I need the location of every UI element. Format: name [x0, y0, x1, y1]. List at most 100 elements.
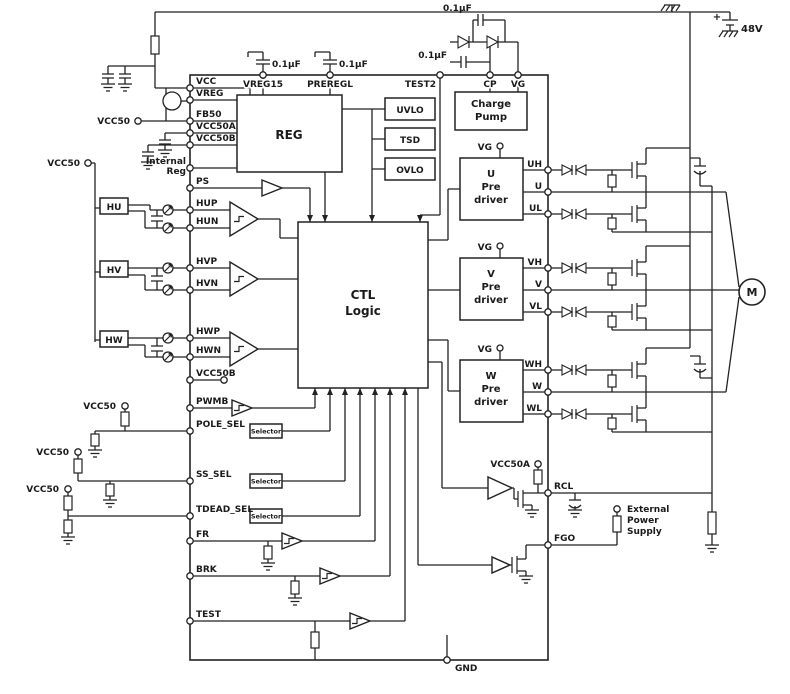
charge-pump-label-1: Charge	[471, 99, 511, 110]
pin-label-vg: VG	[511, 80, 525, 90]
selector-label-2: Selector	[251, 478, 282, 486]
pin-label-hvp: HVP	[196, 257, 217, 267]
fgo-mosfet	[511, 555, 527, 575]
u-low-mosfet	[631, 204, 647, 224]
vcc50-terminal-2	[84, 159, 92, 167]
ps-buffer	[261, 178, 284, 198]
ovlo-block	[384, 157, 436, 181]
hall-u-comparator	[229, 200, 260, 238]
charge-pump-diode-2	[486, 35, 499, 49]
w-pre-label-2: Pre	[481, 384, 500, 395]
pin-label-u: U	[535, 182, 542, 192]
vcc50-label-2: VCC50	[47, 159, 80, 169]
motor-symbol	[738, 278, 766, 306]
pin-internal-reg	[186, 164, 194, 172]
rcl-mosfet	[517, 489, 533, 509]
pin-hwp	[186, 334, 194, 342]
ss-selector-block	[249, 473, 283, 489]
pin-label-ul: UL	[529, 204, 542, 214]
pin-uh	[544, 166, 552, 174]
vcc50b-terminal	[220, 376, 228, 384]
u-pre-label-2: Pre	[481, 182, 500, 193]
supply-plus-label: +	[713, 12, 721, 23]
ext-supply-label-1: External	[627, 505, 669, 515]
pin-u	[544, 188, 552, 196]
pin-label-gnd: GND	[455, 664, 477, 674]
pin-label-internal-2: Reg	[167, 167, 186, 177]
pin-vl	[544, 308, 552, 316]
pin-ul	[544, 210, 552, 218]
ctl-logic-block	[297, 221, 429, 389]
vcc50a-label: VCC50A	[490, 460, 530, 470]
pin-vcc50b	[186, 141, 194, 149]
pin-label-ps: PS	[196, 177, 209, 187]
pin-label-vreg15: VREG15	[243, 80, 283, 90]
u-predriver-block	[459, 157, 524, 221]
wh-gate-diode-pair	[561, 364, 587, 376]
motor-label: M	[747, 286, 758, 299]
pin-label-pwmb: PWMB	[196, 397, 228, 407]
v-high-mosfet	[631, 258, 647, 278]
pin-label-preregl: PREREGL	[307, 80, 353, 90]
cap-value-preregl: 0.1µF	[339, 60, 368, 70]
pin-vh	[544, 264, 552, 272]
cap-value-top: 0.1µF	[443, 4, 472, 14]
pin-label-hup: HUP	[196, 199, 218, 209]
vcc50-label-3: VCC50	[83, 402, 116, 412]
pin-hvp	[186, 264, 194, 272]
pin-label-vreg: VREG	[196, 89, 223, 99]
vg-label-w: VG	[478, 345, 492, 355]
hall-input-symbols	[162, 204, 174, 363]
text-labels: VCC50 VCC50 VCC50 VCC50 VCC50 Internal R…	[26, 4, 763, 674]
pin-gnd	[443, 656, 451, 664]
pin-label-v: V	[535, 280, 542, 290]
ext-supply-terminal	[613, 505, 621, 513]
pin-label-hwn: HWN	[196, 346, 221, 356]
vh-gate-diode-pair	[561, 262, 587, 274]
pin-rcl	[544, 489, 552, 497]
charge-pump-block	[454, 91, 528, 131]
signal-arrows	[307, 215, 423, 395]
pin-hwn	[186, 353, 194, 361]
pin-wl	[544, 410, 552, 418]
pin-pwmb	[186, 404, 194, 412]
pin-label-hwp: HWP	[196, 327, 220, 337]
v-low-mosfet	[631, 302, 647, 322]
tdead-selector-block	[249, 508, 283, 524]
vcc50-label-4: VCC50	[36, 448, 69, 458]
power-stage-symbols	[162, 35, 647, 575]
pin-ss-sel	[186, 477, 194, 485]
w-predriver-block	[459, 359, 524, 423]
brk-buffer	[319, 566, 342, 586]
pin-vcc50a	[186, 129, 194, 137]
pin-fr	[186, 537, 194, 545]
hall-hw-label: HW	[105, 336, 123, 346]
pin-label-ss-sel: SS_SEL	[196, 470, 232, 480]
pwmb-buffer	[231, 398, 254, 418]
fr-buffer	[281, 531, 304, 551]
pin-vcc50b-2	[186, 376, 194, 384]
resistors	[63, 35, 717, 649]
pin-label-vcc50b: VCC50B	[196, 134, 236, 144]
vcc50-label-1: VCC50	[97, 117, 130, 127]
w-high-mosfet	[631, 360, 647, 380]
v-pre-label: V	[487, 269, 495, 280]
chip-pins	[186, 71, 552, 664]
hall-hv-block	[99, 260, 129, 278]
u-pre-label: U	[487, 169, 495, 180]
pin-preregl	[326, 71, 334, 79]
hall-hu-block	[99, 197, 129, 215]
w-pre-label-3: driver	[474, 397, 508, 408]
pin-label-tdead-sel: TDEAD_SEL	[196, 505, 253, 515]
pin-vreg	[186, 96, 194, 104]
u-pre-label-3: driver	[474, 195, 508, 206]
pin-ps	[186, 184, 194, 192]
ext-supply-label-3: Supply	[627, 527, 662, 537]
hall-v-comparator	[229, 260, 260, 298]
ovlo-label: OVLO	[396, 166, 424, 176]
pin-label-fgo: FGO	[554, 534, 576, 544]
vg-label-u: VG	[478, 143, 492, 153]
pin-hup	[186, 206, 194, 214]
pin-label-vl: VL	[529, 302, 542, 312]
